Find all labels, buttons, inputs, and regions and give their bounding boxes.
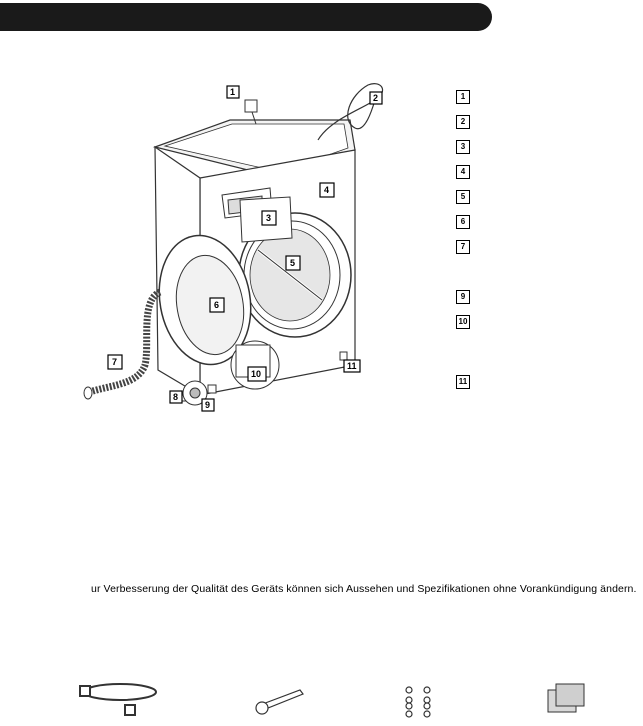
callout-1: 1 [226, 85, 240, 99]
legend-item-11: 11 [456, 375, 470, 389]
accessory-hose-icon [79, 683, 157, 716]
callout-6: 6 [209, 297, 225, 313]
svg-text:5: 5 [290, 258, 295, 268]
svg-text:2: 2 [373, 93, 378, 103]
legend-item-6: 6 [456, 215, 470, 229]
svg-text:8: 8 [173, 392, 178, 402]
specification-notice: ur Verbesserung der Qualität des Geräts … [91, 583, 637, 595]
callout-4: 4 [319, 182, 335, 198]
legend-item-5: 5 [456, 190, 470, 204]
legend-item-10: 10 [456, 315, 470, 329]
callout-10: 10 [247, 366, 267, 382]
callout-9: 9 [201, 398, 215, 412]
drain-hose [88, 288, 162, 396]
accessory-pads-icon [547, 683, 585, 713]
legend-item-7: 7 [456, 240, 470, 254]
section-header-bar [0, 3, 492, 31]
tap-adapter [244, 99, 258, 125]
svg-text:3: 3 [266, 213, 271, 223]
legend-item-1: 1 [456, 90, 470, 104]
callout-3: 3 [261, 210, 277, 226]
door [158, 234, 252, 366]
callout-11: 11 [343, 359, 361, 373]
svg-text:1: 1 [230, 87, 235, 97]
callout-7: 7 [107, 354, 123, 370]
legend-item-3: 3 [456, 140, 470, 154]
svg-text:10: 10 [251, 369, 261, 379]
svg-text:6: 6 [214, 300, 219, 310]
svg-text:4: 4 [324, 185, 329, 195]
svg-text:9: 9 [205, 400, 210, 410]
accessory-caps-icon [405, 686, 431, 718]
svg-text:7: 7 [112, 357, 117, 367]
legend-item-4: 4 [456, 165, 470, 179]
callout-2: 2 [369, 91, 383, 105]
svg-text:11: 11 [347, 361, 357, 371]
callout-5: 5 [285, 255, 301, 271]
callout-8: 8 [169, 390, 183, 404]
accessory-wrench-icon [255, 689, 304, 715]
legend-item-9: 9 [456, 290, 470, 304]
legend-item-2: 2 [456, 115, 470, 129]
